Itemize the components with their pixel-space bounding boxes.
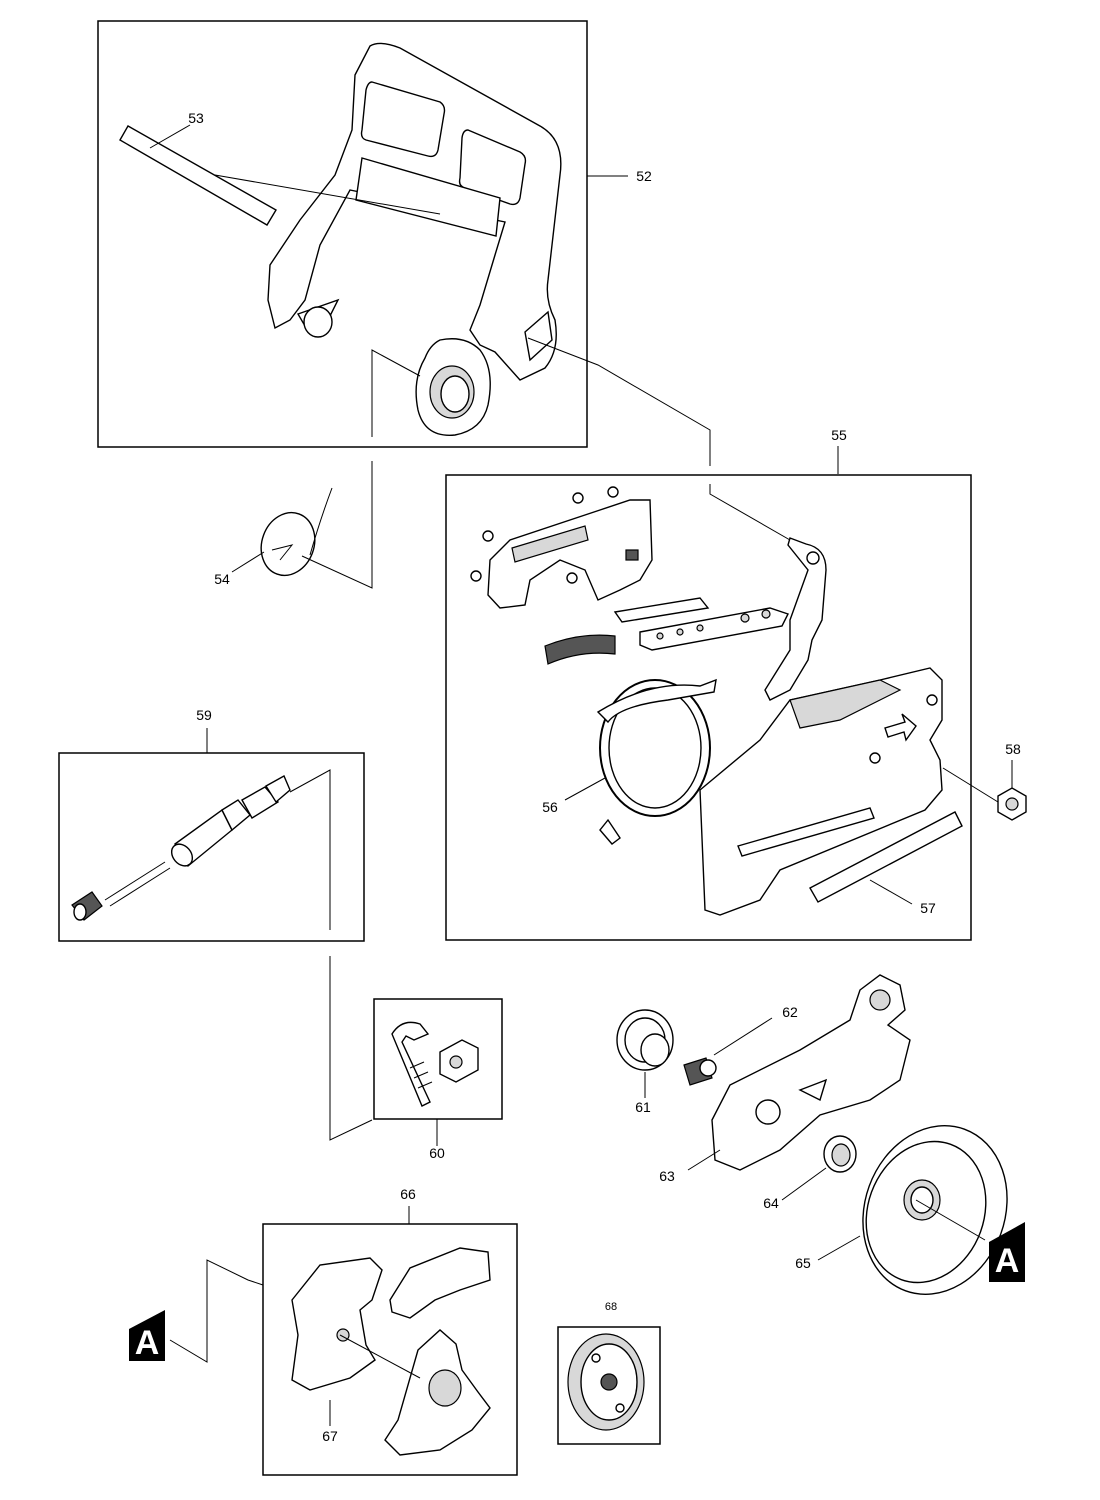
label-68: 68 <box>605 1301 617 1313</box>
label-57: 57 <box>920 900 936 916</box>
leader-lines <box>149 124 1013 1426</box>
part-labels: 53 52 55 54 59 58 56 57 62 61 60 63 64 6… <box>188 110 1021 1444</box>
hand-guard-illustration <box>267 42 562 436</box>
box-part-59 <box>58 752 365 942</box>
box-part-66 <box>262 1223 518 1476</box>
clutch-spring-illustration <box>616 1009 674 1071</box>
label-65: 65 <box>795 1255 811 1271</box>
sticker-illustration <box>119 125 277 226</box>
chain-brake-mechanism-illustration <box>470 486 827 701</box>
box-part-68 <box>557 1326 661 1445</box>
clutch-drum-illustration <box>862 1125 1008 1295</box>
side-cover-illustration <box>699 667 943 916</box>
bolt-and-block-illustration <box>391 1021 479 1107</box>
label-59: 59 <box>196 707 212 723</box>
clutch-assembly-illustration <box>567 1333 645 1431</box>
nut-illustration <box>997 787 1027 821</box>
label-52: 52 <box>636 168 652 184</box>
connector-marker-a-left: A <box>129 1310 165 1362</box>
label-55: 55 <box>831 427 847 443</box>
spring-clip-illustration <box>260 487 333 577</box>
label-64: 64 <box>763 1195 779 1211</box>
label-66: 66 <box>400 1186 416 1202</box>
connector-marker-a-right: A <box>989 1222 1025 1282</box>
tensioner-illustration <box>71 775 291 921</box>
label-56: 56 <box>542 799 558 815</box>
label-62: 62 <box>782 1004 798 1020</box>
label-54: 54 <box>214 571 230 587</box>
clutch-shoes-illustration <box>291 1247 491 1456</box>
label-58: 58 <box>1005 741 1021 757</box>
washer-illustration <box>823 1135 857 1173</box>
brake-band-illustration <box>596 678 717 845</box>
label-67: 67 <box>322 1428 338 1444</box>
label-60: 60 <box>429 1145 445 1161</box>
label-61: 61 <box>635 1099 651 1115</box>
box-part-60 <box>373 998 503 1120</box>
pin-illustration <box>683 1057 717 1086</box>
label-63: 63 <box>659 1168 675 1184</box>
box-part-55 <box>445 474 972 941</box>
plate-illustration <box>711 974 911 1171</box>
cover-sticker-illustration <box>809 811 963 903</box>
box-part-52 <box>97 20 588 448</box>
marker-a-left-label: A <box>135 1324 160 1362</box>
label-53: 53 <box>188 110 204 126</box>
marker-a-right-label: A <box>995 1242 1020 1280</box>
